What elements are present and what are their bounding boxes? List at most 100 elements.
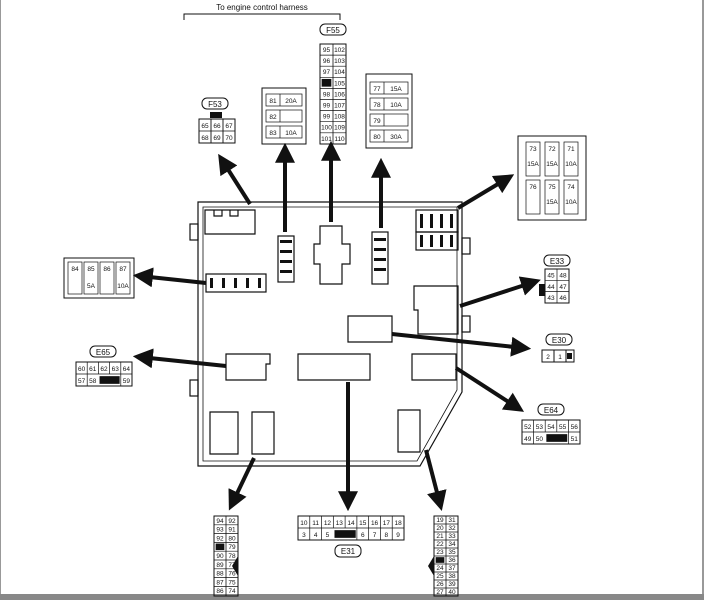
e31-pin: 17 [383, 520, 391, 527]
bl-pin: 91 [228, 527, 236, 534]
e33-pin: 44 [547, 284, 555, 291]
f55-pin: 108 [334, 114, 345, 121]
f55-pin: 97 [323, 69, 331, 76]
br-pin: 34 [448, 541, 456, 548]
e64-pin: 56 [571, 424, 579, 431]
e64-pin: 55 [559, 424, 567, 431]
pointer-arrows [132, 140, 541, 512]
fuse-slot [99, 261, 115, 295]
f53-pin: 68 [201, 135, 209, 142]
br-filled-cell [435, 557, 445, 563]
bl-pin: 75 [228, 579, 236, 586]
br-pin: 32 [448, 525, 456, 532]
bl-pin: 92 [228, 518, 236, 525]
f55-filled-cell [321, 78, 332, 87]
fuse-rating: 15A [390, 86, 402, 93]
fuse-slot [67, 261, 83, 295]
fuse-number: 83 [269, 130, 277, 137]
e64-label: E64 [544, 406, 559, 415]
bl-pin: 89 [216, 562, 224, 569]
arrow-to-f53 [218, 153, 252, 206]
e33-pin: 45 [547, 273, 555, 280]
e65-pin: 60 [78, 366, 86, 373]
e31-pin: 15 [359, 520, 367, 527]
fuse-number: 76 [529, 184, 537, 191]
f55-pin: 99 [323, 103, 331, 110]
br-pin: 20 [436, 525, 444, 532]
fuse-slot [265, 125, 303, 139]
bl-pin: 94 [216, 518, 224, 525]
bl-pin: 79 [228, 544, 236, 551]
bl-pin: 93 [216, 527, 224, 534]
fuse-number: 84 [71, 266, 79, 273]
br-pin: 19 [436, 517, 444, 524]
br-pin: 23 [436, 549, 444, 556]
fuse-slot [115, 261, 131, 295]
fuse-rating: 10A [285, 130, 297, 137]
e33-pin: 46 [559, 295, 567, 302]
e64-pin: 53 [536, 424, 544, 431]
e31-pin: 3 [302, 532, 306, 539]
e31-pin: 8 [385, 532, 389, 539]
page-bottom-bar [0, 594, 704, 600]
br-pin: 25 [436, 573, 444, 580]
fuse-rating: 5A [87, 283, 96, 290]
harness-label: To engine control harness [216, 3, 308, 12]
arrow-to-e65 [132, 348, 227, 369]
br-pin: 24 [436, 565, 444, 572]
e33-label: E33 [550, 257, 565, 266]
e65-label: E65 [96, 348, 111, 357]
fuse-number: 87 [119, 266, 127, 273]
f55-pin: 101 [321, 136, 332, 143]
fuse-number: 86 [103, 266, 111, 273]
e31-pin: 14 [347, 520, 355, 527]
e31-pin: 7 [373, 532, 377, 539]
bl-pin: 86 [216, 588, 224, 595]
fuse-internals [210, 214, 453, 288]
fuse-rating: 10A [565, 161, 577, 168]
e33-pin: 47 [559, 284, 567, 291]
e64-pin: 54 [547, 424, 555, 431]
e31-pin: 6 [361, 532, 365, 539]
bl-pin: 90 [216, 553, 224, 560]
br-pin: 40 [448, 589, 456, 596]
fuse-number: 82 [269, 114, 277, 121]
bl-pin: 92 [216, 535, 224, 542]
f55-pin: 98 [323, 91, 331, 98]
e65-pin: 58 [89, 378, 97, 385]
e31-pin: 11 [312, 520, 319, 527]
e31-pin: 5 [326, 532, 330, 539]
e65-filled-cell [99, 376, 120, 384]
fuse-number: 78 [373, 102, 381, 109]
e33-pin: 43 [547, 295, 555, 302]
e33-pin: 48 [559, 273, 567, 280]
f55-pin: 103 [334, 58, 345, 65]
fuse-slot [265, 109, 303, 123]
f53-pin: 70 [225, 135, 233, 142]
arrow-to-left-fuses [132, 267, 207, 288]
e64-filled-cell [546, 434, 568, 442]
e65-pin: 61 [89, 366, 97, 373]
fuse-rating: 10A [390, 102, 402, 109]
f53-pin: 65 [201, 123, 209, 130]
f55-pin: 107 [334, 103, 345, 110]
br-pin: 21 [436, 533, 444, 540]
f55-pin: 96 [323, 58, 331, 65]
f55-pin: 102 [334, 47, 345, 54]
e31-pin: 18 [394, 520, 402, 527]
e65-pin: 62 [100, 366, 108, 373]
fuse-number: 74 [567, 184, 575, 191]
connector-e33: E33 45 48 44 47 43 46 [539, 254, 571, 304]
arrow-to-e30 [391, 332, 532, 357]
e64-pin: 52 [524, 424, 532, 431]
arrow-to-right-top-fuses [456, 174, 515, 210]
bl-pin: 87 [216, 579, 224, 586]
